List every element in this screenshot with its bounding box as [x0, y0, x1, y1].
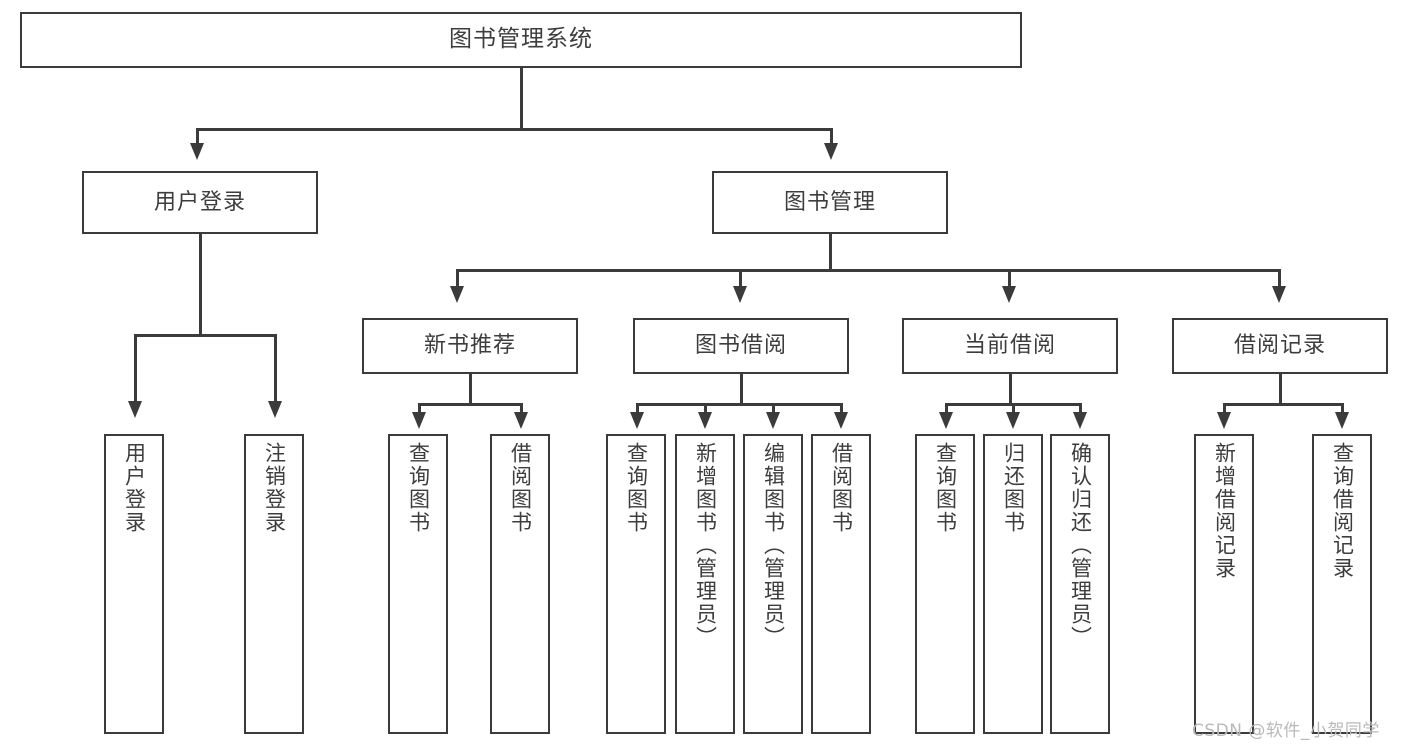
- connector-root-stem: [520, 68, 523, 130]
- leaf-current-borrow-2[interactable]: 归还图书: [983, 434, 1043, 734]
- arrow-book-mgmt-to-new-book: [450, 286, 464, 303]
- connector-new-book-bus: [418, 403, 522, 406]
- leaf-book-borrow-3[interactable]: 编辑图书（管理员）: [743, 434, 803, 734]
- leaf-new-book-2[interactable]: 借阅图书: [490, 434, 550, 734]
- connector-book-borrow-drop-1: [636, 403, 639, 415]
- node-book-borrow-label: 图书借阅: [694, 333, 787, 359]
- leaf-new-book-1-label: 查询图书: [406, 442, 431, 534]
- leaf-book-borrow-1[interactable]: 查询图书: [606, 434, 666, 734]
- arrow-book-mgmt-to-book-borrow: [733, 286, 747, 303]
- leaf-user-login-2-label: 注销登录: [262, 442, 287, 534]
- arrow-book-borrow-to-leaf-1: [630, 412, 644, 429]
- connector-current-borrow-drop-2: [1012, 403, 1015, 415]
- connector-new-book-drop-2: [520, 403, 523, 415]
- connector-borrow-record-drop-1: [1223, 403, 1226, 415]
- node-current-borrow-label: 当前借阅: [963, 333, 1056, 359]
- node-borrow-record[interactable]: 借阅记录: [1172, 318, 1388, 374]
- leaf-book-borrow-3-label: 编辑图书（管理员）: [761, 442, 786, 649]
- leaf-user-login-1-label: 用户登录: [122, 442, 147, 534]
- arrow-root-to-user-login: [190, 143, 204, 160]
- node-root-label: 图书管理系统: [449, 26, 593, 53]
- arrow-user-login-to-leaf-2: [268, 401, 282, 418]
- connector-user-login-drop-2: [274, 334, 277, 404]
- connector-user-login-drop-1: [134, 334, 137, 404]
- arrow-borrow-record-to-leaf-1: [1217, 412, 1231, 429]
- arrow-current-borrow-to-leaf-3: [1073, 412, 1087, 429]
- connector-borrow-record-stem: [1279, 374, 1282, 405]
- node-user-login[interactable]: 用户登录: [82, 171, 318, 234]
- connector-book-mgmt-drop-1: [456, 269, 459, 289]
- arrow-book-borrow-to-leaf-3: [766, 412, 780, 429]
- leaf-book-borrow-2[interactable]: 新增图书（管理员）: [675, 434, 735, 734]
- connector-root-to-book-mgmt: [830, 128, 833, 146]
- leaf-new-book-2-label: 借阅图书: [508, 442, 533, 534]
- leaf-borrow-record-1[interactable]: 新增借阅记录: [1194, 434, 1254, 734]
- leaf-current-borrow-3-label: 确认归还（管理员）: [1068, 442, 1093, 649]
- connector-user-login-stem: [199, 234, 202, 335]
- connector-book-borrow-stem: [740, 374, 743, 405]
- node-borrow-record-label: 借阅记录: [1233, 333, 1326, 359]
- node-new-book-recommend[interactable]: 新书推荐: [362, 318, 578, 374]
- connector-book-borrow-drop-3: [772, 403, 775, 415]
- node-book-management-label: 图书管理: [783, 189, 876, 215]
- connector-book-mgmt-drop-4: [1278, 269, 1281, 289]
- node-book-management[interactable]: 图书管理: [712, 171, 948, 234]
- connector-book-mgmt-drop-3: [1008, 269, 1011, 289]
- leaf-user-login-2[interactable]: 注销登录: [244, 434, 304, 734]
- arrow-book-borrow-to-leaf-2: [698, 412, 712, 429]
- arrow-book-mgmt-to-current-borrow: [1002, 286, 1016, 303]
- leaf-book-borrow-4[interactable]: 借阅图书: [811, 434, 871, 734]
- leaf-book-borrow-4-label: 借阅图书: [829, 442, 854, 534]
- leaf-current-borrow-2-label: 归还图书: [1001, 442, 1026, 534]
- arrow-new-book-to-leaf-2: [514, 412, 528, 429]
- connector-current-borrow-drop-1: [945, 403, 948, 415]
- connector-borrow-record-drop-2: [1341, 403, 1344, 415]
- leaf-new-book-1[interactable]: 查询图书: [388, 434, 448, 734]
- leaf-borrow-record-2[interactable]: 查询借阅记录: [1312, 434, 1372, 734]
- leaf-borrow-record-1-label: 新增借阅记录: [1212, 442, 1237, 580]
- leaf-user-login-1[interactable]: 用户登录: [104, 434, 164, 734]
- connector-book-mgmt-bus: [456, 269, 1280, 272]
- node-root[interactable]: 图书管理系统: [20, 12, 1022, 68]
- leaf-current-borrow-3[interactable]: 确认归还（管理员）: [1050, 434, 1110, 734]
- arrow-root-to-book-mgmt: [824, 143, 838, 160]
- arrow-borrow-record-to-leaf-2: [1335, 412, 1349, 429]
- arrow-book-mgmt-to-borrow-record: [1272, 286, 1286, 303]
- arrow-current-borrow-to-leaf-1: [939, 412, 953, 429]
- leaf-book-borrow-1-label: 查询图书: [624, 442, 649, 534]
- connector-book-mgmt-stem: [829, 234, 832, 271]
- connector-borrow-record-bus: [1223, 403, 1343, 406]
- connector-current-borrow-drop-3: [1079, 403, 1082, 415]
- node-book-borrow[interactable]: 图书借阅: [633, 318, 849, 374]
- connector-user-login-bus: [134, 334, 276, 337]
- node-new-book-recommend-label: 新书推荐: [423, 333, 516, 359]
- connector-book-borrow-bus: [636, 403, 842, 406]
- arrow-new-book-to-leaf-1: [412, 412, 426, 429]
- leaf-current-borrow-1-label: 查询图书: [933, 442, 958, 534]
- leaf-book-borrow-2-label: 新增图书（管理员）: [693, 442, 718, 649]
- connector-book-borrow-drop-4: [840, 403, 843, 415]
- connector-new-book-drop-1: [418, 403, 421, 415]
- arrow-current-borrow-to-leaf-2: [1006, 412, 1020, 429]
- connector-new-book-stem: [469, 374, 472, 405]
- connector-book-borrow-drop-2: [704, 403, 707, 415]
- node-user-login-label: 用户登录: [153, 189, 246, 215]
- connector-root-bus: [196, 128, 832, 131]
- connector-book-mgmt-drop-2: [739, 269, 742, 289]
- leaf-current-borrow-1[interactable]: 查询图书: [915, 434, 975, 734]
- leaf-borrow-record-2-label: 查询借阅记录: [1330, 442, 1355, 580]
- node-current-borrow[interactable]: 当前借阅: [902, 318, 1118, 374]
- arrow-user-login-to-leaf-1: [128, 401, 142, 418]
- arrow-book-borrow-to-leaf-4: [834, 412, 848, 429]
- connector-current-borrow-stem: [1009, 374, 1012, 405]
- connector-root-to-user-login: [196, 128, 199, 146]
